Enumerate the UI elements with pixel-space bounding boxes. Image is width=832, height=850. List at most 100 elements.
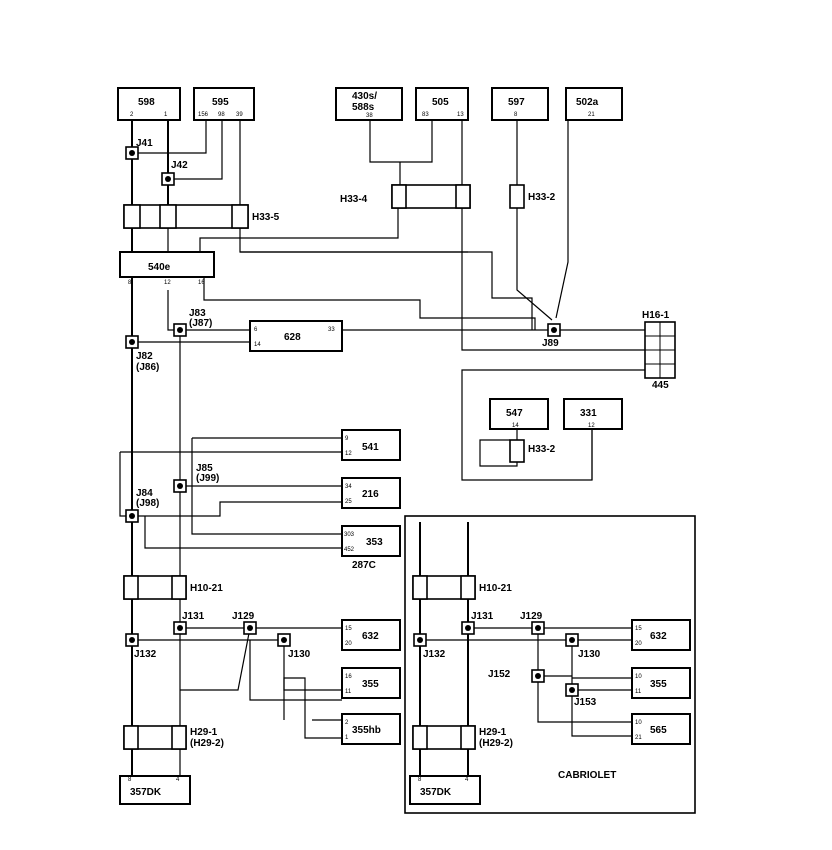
connector-h10-21: H10-21 [123, 575, 223, 600]
svg-text:11: 11 [345, 689, 352, 695]
component-598-label: 598 [138, 97, 155, 108]
svg-text:J41: J41 [136, 138, 153, 149]
component-502a: 502a 21 [565, 87, 623, 121]
svg-text:J130: J130 [288, 649, 311, 660]
svg-text:H33-2: H33-2 [528, 444, 556, 455]
svg-text:J82: J82 [136, 351, 153, 362]
connector-h16-1: H16-1 445 [642, 310, 676, 391]
junction-j130-cabriolet: J130 [565, 633, 601, 660]
svg-text:16: 16 [345, 674, 352, 680]
svg-text:2: 2 [130, 112, 134, 118]
wires [119, 120, 645, 776]
svg-text:J130: J130 [578, 649, 601, 660]
svg-text:J89: J89 [542, 338, 559, 349]
svg-text:H33-2: H33-2 [528, 192, 556, 203]
cabriolet-frame: CABRIOLET [404, 515, 696, 814]
svg-text:J85: J85 [196, 463, 213, 474]
component-632: 632 15 20 [341, 619, 401, 651]
svg-text:355: 355 [650, 679, 667, 690]
svg-text:547: 547 [506, 408, 523, 419]
connector-h29-1-cabriolet: H29-1 (H29-2) [412, 725, 513, 750]
svg-text:10: 10 [635, 674, 642, 680]
junction-j130: J130 [277, 633, 311, 660]
svg-text:353: 353 [366, 537, 383, 548]
svg-text:10: 10 [635, 720, 642, 726]
svg-text:14: 14 [512, 423, 519, 429]
component-353: 353 303 452 [341, 525, 401, 557]
svg-text:83: 83 [422, 112, 429, 118]
connector-h33-2-lower: H33-2 [509, 439, 556, 463]
junction-j129: J129 [232, 611, 257, 635]
junction-j132-cabriolet: J132 [413, 633, 446, 660]
svg-text:597: 597 [508, 97, 525, 108]
cabriolet-label: CABRIOLET [558, 770, 616, 781]
component-632-cabriolet: 632 15 20 [631, 619, 691, 651]
component-355hb: 355hb 2 1 [341, 713, 401, 745]
svg-text:13: 13 [457, 112, 464, 118]
svg-text:355: 355 [362, 679, 379, 690]
svg-text:H33-5: H33-5 [252, 212, 280, 223]
svg-text:541: 541 [362, 442, 379, 453]
component-597: 597 8 [491, 87, 549, 121]
component-216: 216 34 25 [341, 477, 401, 509]
label-287c: 287C [352, 560, 376, 571]
svg-text:33: 33 [328, 327, 335, 333]
svg-text:98: 98 [218, 112, 225, 118]
junction-j41: J41 [125, 138, 153, 160]
svg-text:H10-21: H10-21 [190, 583, 223, 594]
svg-text:14: 14 [254, 342, 261, 348]
svg-text:15: 15 [345, 626, 352, 632]
junction-j153: J153 [565, 683, 597, 708]
connector-h33-2-upper: H33-2 [509, 184, 556, 209]
connector-h33-5: H33-5 [123, 204, 280, 229]
junction-j42: J42 [161, 160, 188, 186]
svg-text:(J99): (J99) [196, 473, 219, 484]
svg-text:39: 39 [236, 112, 243, 118]
component-598: 598 2 1 [117, 87, 181, 121]
junction-j83: J83 (J87) [173, 308, 212, 337]
svg-text:565: 565 [650, 725, 667, 736]
svg-text:16: 16 [198, 280, 205, 286]
svg-text:452: 452 [344, 547, 355, 553]
junction-j89: J89 [542, 323, 561, 349]
svg-text:8: 8 [128, 280, 132, 286]
svg-text:20: 20 [345, 641, 352, 647]
svg-text:588s: 588s [352, 102, 375, 113]
svg-text:20: 20 [635, 641, 642, 647]
component-595: 595 156 98 39 [193, 87, 255, 121]
component-541: 541 9 12 [341, 429, 401, 461]
svg-text:1: 1 [345, 735, 349, 741]
svg-text:12: 12 [588, 423, 595, 429]
svg-text:34: 34 [345, 484, 352, 490]
svg-text:355hb: 355hb [352, 725, 381, 736]
svg-text:216: 216 [362, 489, 379, 500]
svg-text:(H29-2): (H29-2) [479, 738, 513, 749]
svg-text:(J87): (J87) [189, 318, 212, 329]
svg-text:21: 21 [635, 735, 642, 741]
svg-text:8: 8 [514, 112, 518, 118]
svg-text:331: 331 [580, 408, 597, 419]
svg-text:1: 1 [164, 112, 168, 118]
svg-text:J153: J153 [574, 697, 597, 708]
svg-text:J132: J132 [134, 649, 157, 660]
svg-text:J132: J132 [423, 649, 446, 660]
connector-h10-21-cabriolet: H10-21 [412, 575, 512, 600]
svg-text:445: 445 [652, 380, 669, 391]
junction-j132: J132 [125, 633, 157, 660]
svg-text:H29-1: H29-1 [190, 727, 218, 738]
component-430s-588s: 430s/ 588s 38 [335, 87, 403, 121]
component-595-label: 595 [212, 97, 229, 108]
svg-text:502a: 502a [576, 97, 599, 108]
junction-j152: J152 [488, 669, 545, 683]
svg-text:12: 12 [345, 451, 352, 457]
svg-text:628: 628 [284, 332, 301, 343]
svg-text:J131: J131 [471, 611, 494, 622]
svg-text:H16-1: H16-1 [642, 310, 670, 321]
junction-j131-cabriolet: J131 [461, 611, 494, 635]
svg-text:H10-21: H10-21 [479, 583, 512, 594]
svg-text:303: 303 [344, 532, 355, 538]
svg-text:12: 12 [164, 280, 171, 286]
junction-j85: J85 (J99) [173, 463, 219, 493]
svg-text:H33-4: H33-4 [340, 194, 368, 205]
